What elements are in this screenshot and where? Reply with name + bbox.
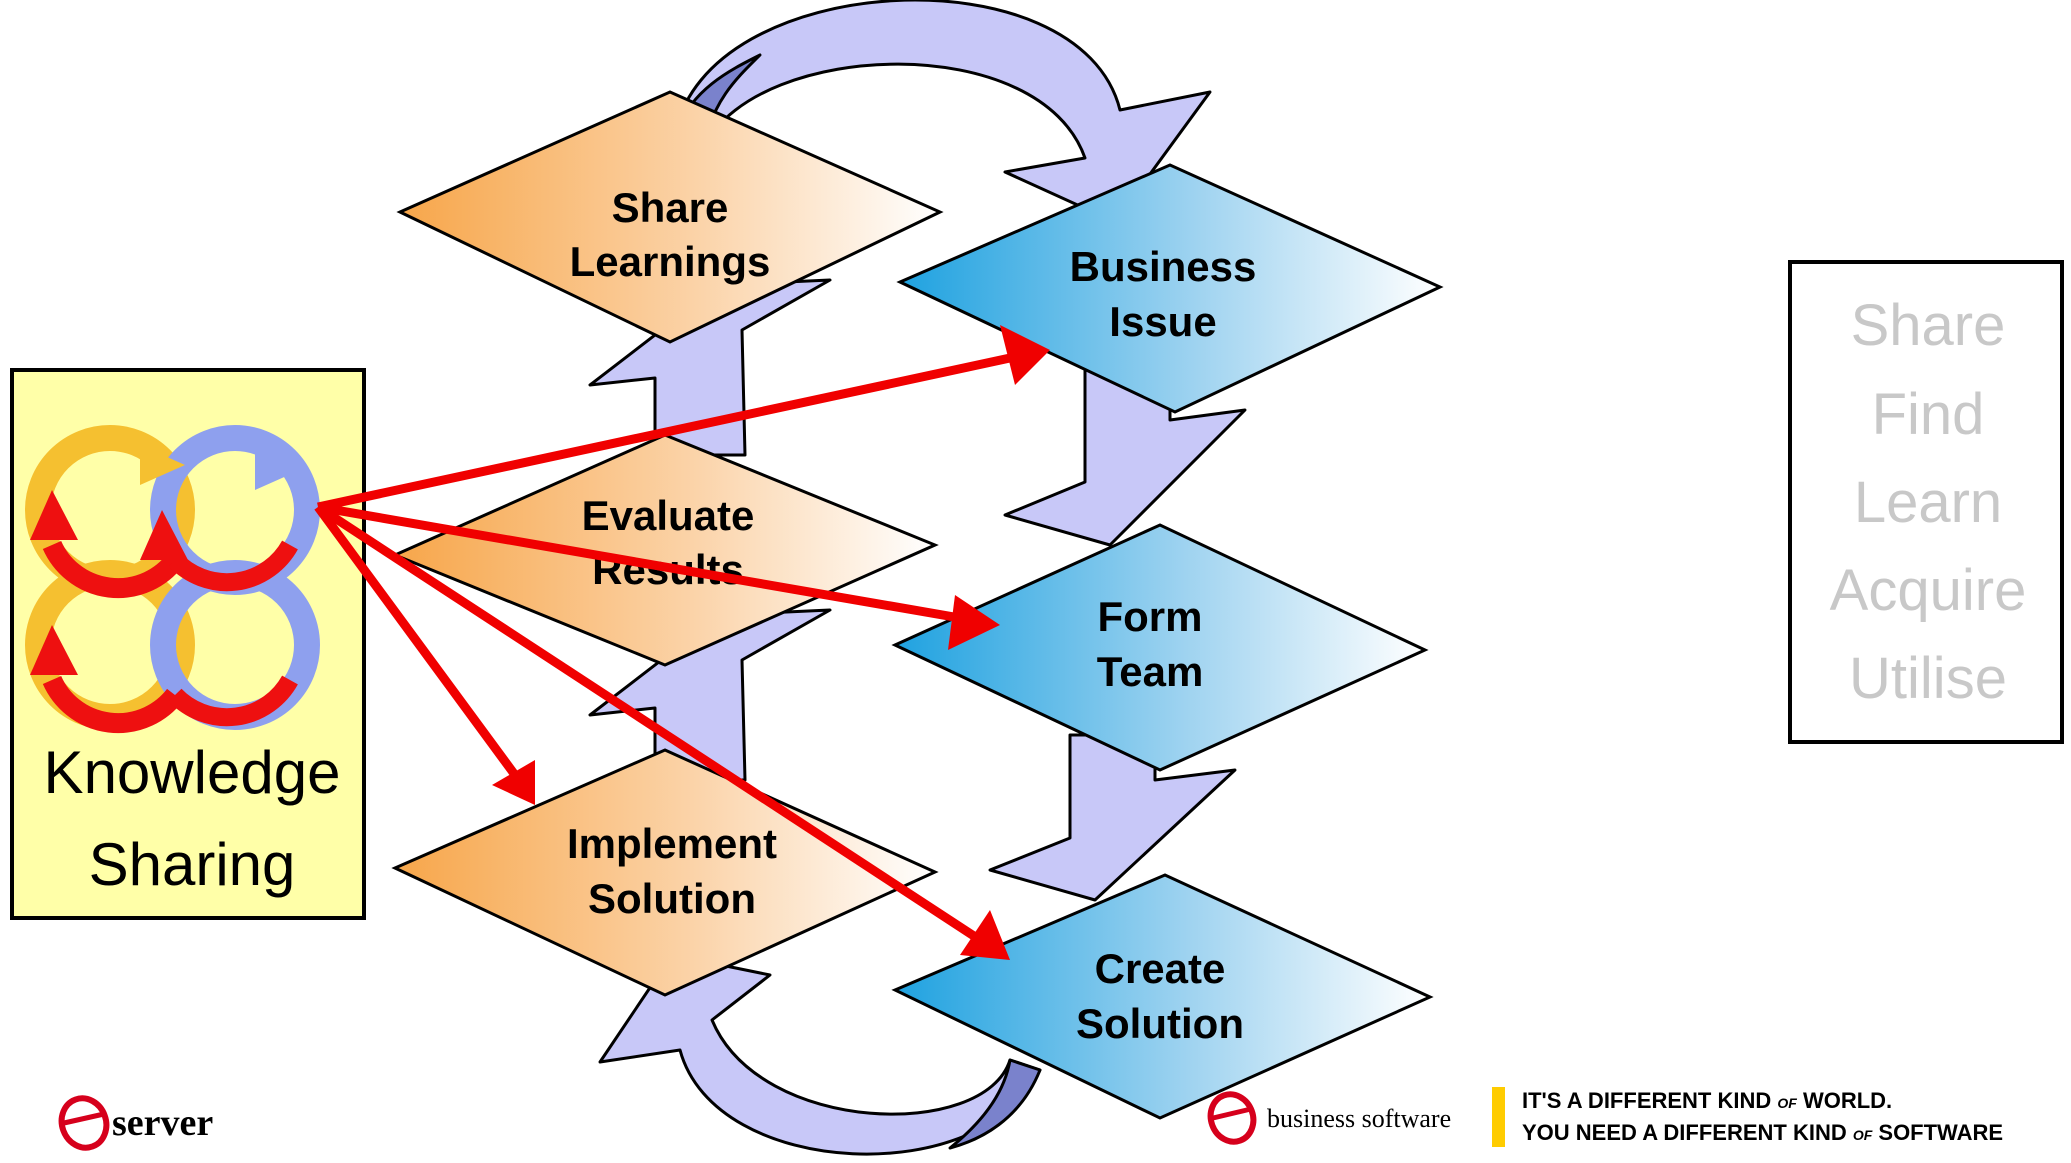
ebusiness-text: business software [1267,1104,1451,1133]
business-issue-line2: Issue [1109,298,1216,345]
ebusiness-logo: business software [1207,1091,1451,1145]
bottom-curved-arrow [598,953,1042,1156]
keywords-box: Share Find Learn Acquire Utilise [1788,260,2064,744]
tagline-accent-bar [1492,1087,1505,1147]
tagline-line1: IT'S A DIFFERENT KIND OF WORLD. [1522,1088,1892,1113]
business-issue-line1: Business [1070,243,1257,290]
red-arrow-to-implement-solution [314,504,519,778]
share-learnings-line2: Learnings [570,238,771,285]
diamond-create-solution: Create Solution [891,873,1434,1120]
diamond-business-issue: Business Issue [896,163,1444,414]
red-arrows [314,325,1050,960]
e-logo-icon [58,1095,110,1151]
keyword-find: Find [1872,382,1985,447]
create-solution-line1: Create [1095,945,1226,992]
diamond-form-team: Form Team [891,523,1429,772]
down-arrow-form-to-create [988,733,1237,902]
form-team-line1: Form [1098,593,1203,640]
red-arrow-to-create-solution [315,503,983,944]
create-solution-line2: Solution [1076,1000,1244,1047]
knowledge-label: Knowledge [44,739,341,806]
sharing-label: Sharing [89,831,296,898]
evaluate-results-line1: Evaluate [582,492,755,539]
keyword-share: Share [1851,293,2006,358]
diamond-share-learnings: Share Learnings [396,90,944,344]
red-arrow-to-business-issue [317,353,1011,512]
e-logo-icon [1207,1091,1257,1145]
implement-solution-line1: Implement [567,820,777,867]
form-team-line2: Team [1097,648,1204,695]
keyword-learn: Learn [1854,470,2002,535]
eserver-text: server [112,1102,213,1144]
red-arrow-to-form-team [317,502,961,623]
implement-solution-line2: Solution [588,875,756,922]
keyword-utilise: Utilise [1849,646,2007,711]
tagline-line2: YOU NEED A DIFFERENT KIND OF SOFTWARE [1522,1120,2003,1145]
keyword-acquire: Acquire [1830,558,2027,623]
knowledge-cycle-icon [25,425,320,734]
knowledge-sharing-box: Knowledge Sharing [10,368,366,920]
share-learnings-line1: Share [612,184,729,231]
eserver-logo: server [58,1095,213,1151]
diamond-implement-solution: Implement Solution [391,748,939,997]
